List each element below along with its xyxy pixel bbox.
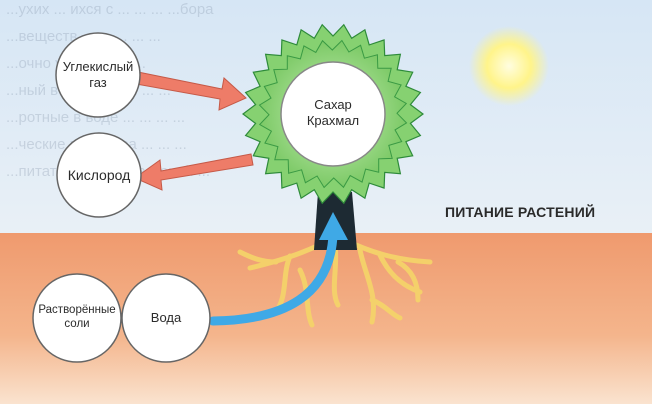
co2-label-line2: газ xyxy=(89,75,107,91)
oxygen-label: Кислород xyxy=(57,163,141,187)
co2-label-line1: Углекислый xyxy=(63,59,134,75)
crown-label-line2: Крахмал xyxy=(307,113,359,129)
co2-label: Углекислый газ xyxy=(56,50,140,100)
salts-label-line1: Растворённые xyxy=(38,304,115,318)
crown-label-line1: Сахар xyxy=(314,97,352,113)
water-label: Вода xyxy=(124,306,208,330)
sun xyxy=(469,26,549,106)
crown-label: Сахар Крахмал xyxy=(291,88,375,138)
background-text-line: ...ухих ... ихся с ... ... ... ...бора xyxy=(6,1,214,18)
salts-label: Растворённые соли xyxy=(33,294,121,342)
salts-label-line2: соли xyxy=(64,318,89,332)
diagram-title: ПИТАНИЕ РАСТЕНИЙ xyxy=(445,204,595,220)
